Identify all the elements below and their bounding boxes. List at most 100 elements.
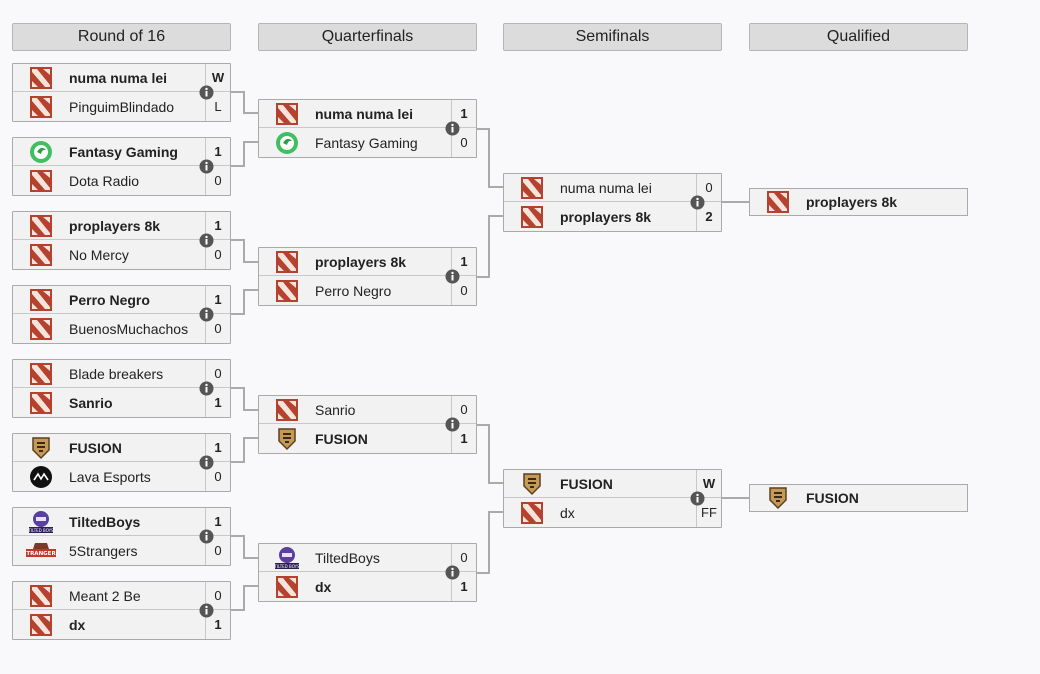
tilted-team-logo-icon: TILTED BOYS — [271, 546, 303, 570]
team-score: 0 — [451, 129, 476, 157]
team-row[interactable]: Perro Negro 1 — [13, 286, 230, 314]
team-name[interactable]: TiltedBoys — [315, 549, 380, 566]
dota-team-logo-icon — [25, 66, 57, 90]
match-info-icon[interactable] — [199, 233, 214, 248]
team-row[interactable]: Fantasy Gaming 0 — [259, 129, 476, 157]
team-row[interactable]: proplayers 8k 1 — [13, 212, 230, 240]
match-info-icon[interactable] — [445, 121, 460, 136]
match-info-icon[interactable] — [199, 529, 214, 544]
team-name[interactable]: FUSION — [69, 439, 122, 456]
match-info-icon[interactable] — [445, 269, 460, 284]
match-info-icon[interactable] — [199, 307, 214, 322]
match-info-icon[interactable] — [199, 603, 214, 618]
team-name[interactable]: No Mercy — [69, 247, 129, 263]
team-name[interactable]: BuenosMuchachos — [69, 321, 189, 337]
team-row[interactable]: BuenosMuchachos 0 — [13, 315, 230, 343]
team-name[interactable]: numa numa lei — [69, 69, 168, 86]
match-info-icon[interactable] — [199, 455, 214, 470]
team-name[interactable]: 5Strangers — [69, 543, 138, 559]
team-name[interactable]: dx — [560, 505, 575, 521]
team-name[interactable]: numa numa lei — [315, 105, 414, 122]
team-name[interactable]: PinguimBlindado — [69, 99, 175, 115]
team-score: 1 — [205, 138, 230, 165]
team-name[interactable]: TiltedBoys — [69, 513, 141, 530]
dota-team-logo-icon — [25, 584, 57, 608]
match-info-icon[interactable] — [445, 417, 460, 432]
team-name[interactable]: Lava Esports — [69, 469, 151, 485]
team-score: 1 — [451, 248, 476, 275]
qualified-team-name[interactable]: FUSION — [806, 490, 859, 506]
team-name[interactable]: proplayers 8k — [315, 253, 407, 270]
team-score: 1 — [205, 508, 230, 535]
svg-text:STRANGERS: STRANGERS — [25, 551, 57, 557]
team-name[interactable]: numa numa lei — [560, 179, 652, 196]
match-info-icon[interactable] — [445, 565, 460, 580]
match-info-icon[interactable] — [690, 195, 705, 210]
match-info-icon[interactable] — [690, 491, 705, 506]
team-name[interactable]: Perro Negro — [69, 291, 150, 308]
match-info-icon[interactable] — [199, 159, 214, 174]
team-row[interactable]: Fantasy Gaming 1 — [13, 138, 230, 166]
team-name[interactable]: dx — [69, 617, 86, 633]
team-name[interactable]: Blade breakers — [69, 365, 164, 382]
team-name[interactable]: Dota Radio — [69, 173, 140, 189]
team-name[interactable]: Meant 2 Be — [69, 587, 141, 604]
qualified-team[interactable]: proplayers 8k — [749, 188, 968, 216]
team-name[interactable]: proplayers 8k — [560, 209, 652, 225]
team-name[interactable]: dx — [315, 579, 332, 595]
team-score: 1 — [205, 212, 230, 239]
team-row[interactable]: proplayers 8k 1 — [259, 248, 476, 276]
team-row[interactable]: Blade breakers 0 — [13, 360, 230, 388]
qualified-team-name[interactable]: proplayers 8k — [806, 194, 898, 210]
team-name[interactable]: FUSION — [315, 431, 368, 447]
qualified-team[interactable]: FUSION — [749, 484, 968, 512]
dota-team-logo-icon — [516, 205, 548, 229]
fusion-team-logo-icon — [762, 486, 794, 510]
team-name[interactable]: Sanrio — [315, 401, 356, 418]
dota-team-logo-icon — [25, 362, 57, 386]
match-info-icon[interactable] — [199, 85, 214, 100]
fusion-team-logo-icon — [516, 472, 548, 496]
team-name[interactable]: FUSION — [560, 475, 613, 492]
team-name[interactable]: Fantasy Gaming — [315, 135, 418, 151]
fusion-team-logo-icon — [271, 427, 303, 451]
team-name[interactable]: Perro Negro — [315, 283, 392, 299]
team-score: 0 — [205, 360, 230, 387]
dota-team-logo-icon — [271, 398, 303, 422]
team-name[interactable]: proplayers 8k — [69, 217, 161, 234]
team-name[interactable]: Fantasy Gaming — [69, 143, 178, 160]
team-score: 1 — [205, 286, 230, 313]
team-name[interactable]: Sanrio — [69, 395, 113, 411]
strangers-team-logo-icon: STRANGERS — [25, 539, 57, 563]
match-info-icon[interactable] — [199, 381, 214, 396]
dota-team-logo-icon — [516, 501, 548, 525]
team-score: 0 — [205, 315, 230, 343]
